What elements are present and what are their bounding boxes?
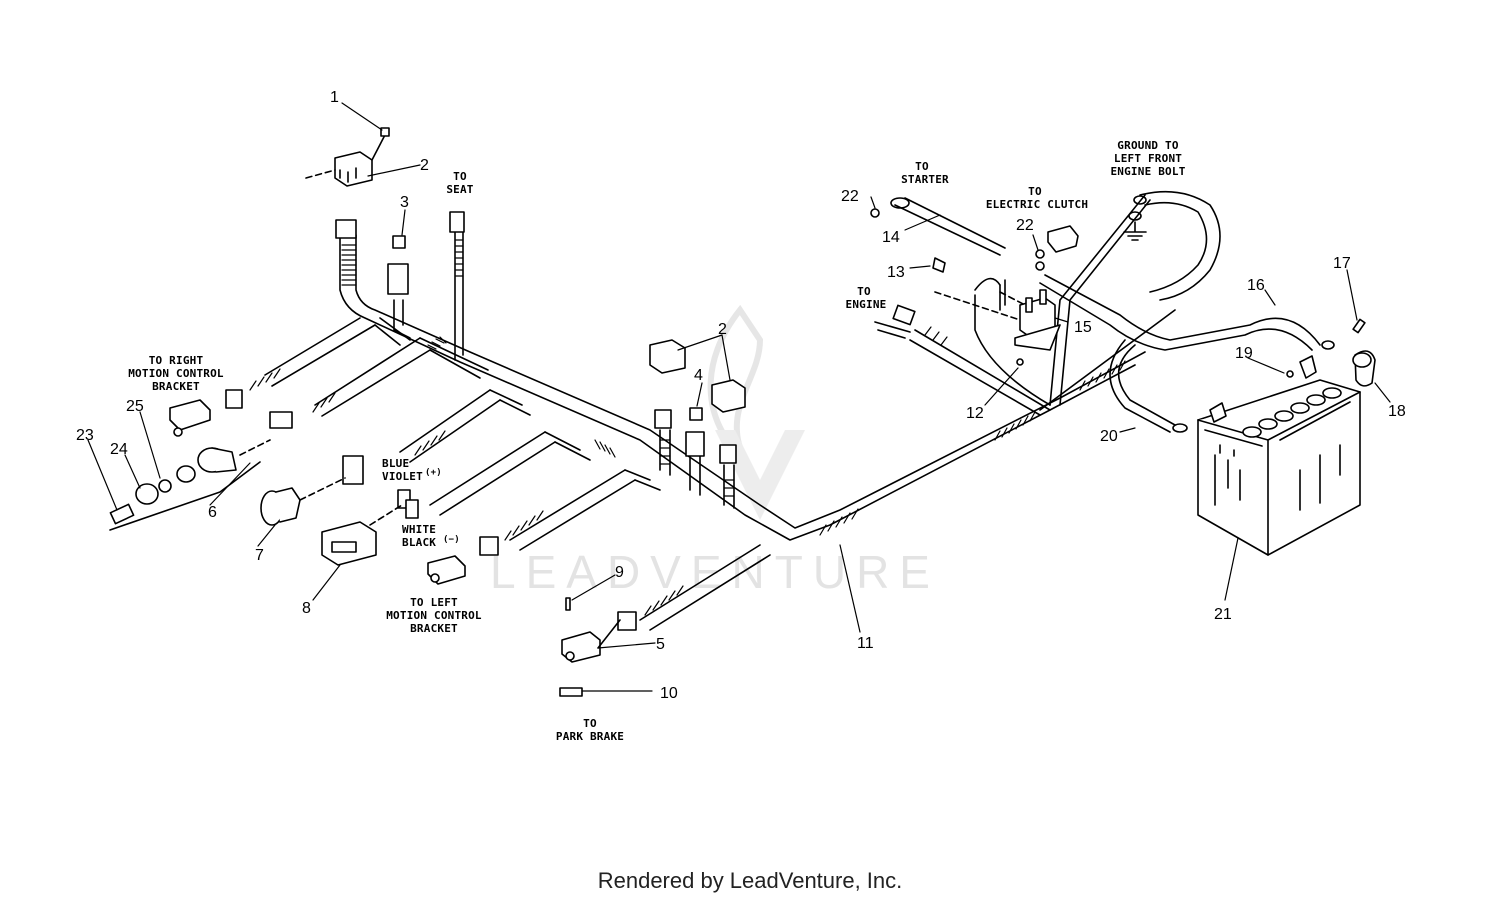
label-violet: VIOLET [382, 470, 423, 483]
wire-loom-hatching [249, 239, 1126, 616]
label-minus: (−) [443, 535, 460, 545]
park-brake-switch [559, 597, 621, 697]
watermark-text: LEADVENTURE [490, 546, 940, 598]
cable-16 [1039, 274, 1366, 351]
label-to-engine-2: ENGINE [846, 298, 887, 311]
label-white: WHITE [402, 523, 436, 536]
callout-2-top: 2 [420, 157, 429, 174]
label-to-seat-1: TO [453, 170, 467, 183]
callout-14: 14 [882, 229, 900, 246]
battery-caps [1242, 387, 1342, 438]
callout-numbers: 1 2 3 2 4 5 6 7 8 9 10 11 12 13 14 15 16… [76, 89, 1406, 702]
footer-credit: Rendered by LeadVenture, Inc. [597, 868, 903, 893]
callout-18: 18 [1388, 403, 1406, 420]
label-ground-1: GROUND TO [1117, 139, 1179, 152]
text-labels: TO SEAT TO STARTER TO ELECTRIC CLUTCH GR… [128, 139, 1185, 743]
callout-7: 7 [255, 547, 264, 564]
callout-24: 24 [110, 441, 128, 458]
battery [1197, 355, 1361, 556]
label-left-motion-2: MOTION CONTROL [386, 609, 482, 622]
label-park-brake-1: TO [583, 717, 597, 730]
callout-2-middle: 2 [718, 321, 727, 338]
callout-20: 20 [1100, 428, 1118, 445]
callout-10: 10 [660, 685, 678, 702]
label-right-motion-2: MOTION CONTROL [128, 367, 224, 380]
callout-1: 1 [330, 89, 339, 106]
hour-meter [321, 504, 403, 566]
callout-15: 15 [1074, 319, 1092, 336]
label-blue: BLUE [382, 457, 409, 470]
label-black: BLACK [402, 536, 436, 549]
watermark-logo [707, 304, 805, 520]
label-to-seat-2: SEAT [446, 183, 473, 196]
ground-cable [1123, 190, 1221, 301]
label-to-starter-2: STARTER [901, 173, 949, 186]
relay-top [305, 127, 390, 187]
leader-lines [87, 102, 1391, 692]
callout-5: 5 [656, 636, 665, 653]
callout-22-right: 22 [1016, 217, 1034, 234]
starter-solenoid [934, 277, 1061, 351]
indicator-light [260, 477, 346, 526]
label-to-engine-1: TO [857, 285, 871, 298]
relay-middle-right [711, 379, 746, 413]
fuse-4 [689, 407, 703, 421]
cable-14 [870, 197, 1006, 256]
callout-9: 9 [615, 564, 624, 581]
harness-connectors [225, 211, 737, 631]
boot-18 [1352, 350, 1376, 387]
callout-11: 11 [857, 635, 874, 652]
callout-22-left: 22 [841, 188, 859, 205]
main-harness [264, 194, 1176, 631]
callout-3: 3 [400, 194, 409, 211]
callout-17: 17 [1333, 255, 1351, 272]
clutch-connector [1047, 225, 1079, 253]
label-to-clutch-2: ELECTRIC CLUTCH [986, 198, 1088, 211]
callout-6: 6 [208, 504, 217, 521]
left-motion-switch [427, 555, 466, 585]
callout-25: 25 [126, 398, 144, 415]
callout-12: 12 [966, 405, 984, 422]
callout-23: 23 [76, 427, 94, 444]
label-right-motion-3: BRACKET [152, 380, 200, 393]
callout-4: 4 [694, 367, 703, 384]
right-motion-switch [169, 399, 211, 437]
callout-16: 16 [1247, 277, 1265, 294]
cable-20 [1109, 339, 1188, 433]
ignition-switch [109, 439, 271, 531]
engine-connector [874, 304, 916, 339]
label-to-starter-1: TO [915, 160, 929, 173]
label-to-clutch-1: TO [1028, 185, 1042, 198]
callout-21: 21 [1214, 606, 1232, 623]
callout-8: 8 [302, 600, 311, 617]
label-park-brake-2: PARK BRAKE [556, 730, 624, 743]
relay-middle-left [649, 339, 686, 374]
fuse-3 [392, 235, 406, 249]
label-left-motion-3: BRACKET [410, 622, 458, 635]
label-ground-3: ENGINE BOLT [1110, 165, 1185, 178]
label-plus: (+) [425, 468, 442, 478]
callout-19: 19 [1235, 345, 1253, 362]
label-left-motion-1: TO LEFT [410, 596, 458, 609]
label-ground-2: LEFT FRONT [1114, 152, 1182, 165]
small-nuts [932, 249, 1294, 378]
label-right-motion-1: TO RIGHT [149, 354, 204, 367]
callout-13: 13 [887, 264, 905, 281]
